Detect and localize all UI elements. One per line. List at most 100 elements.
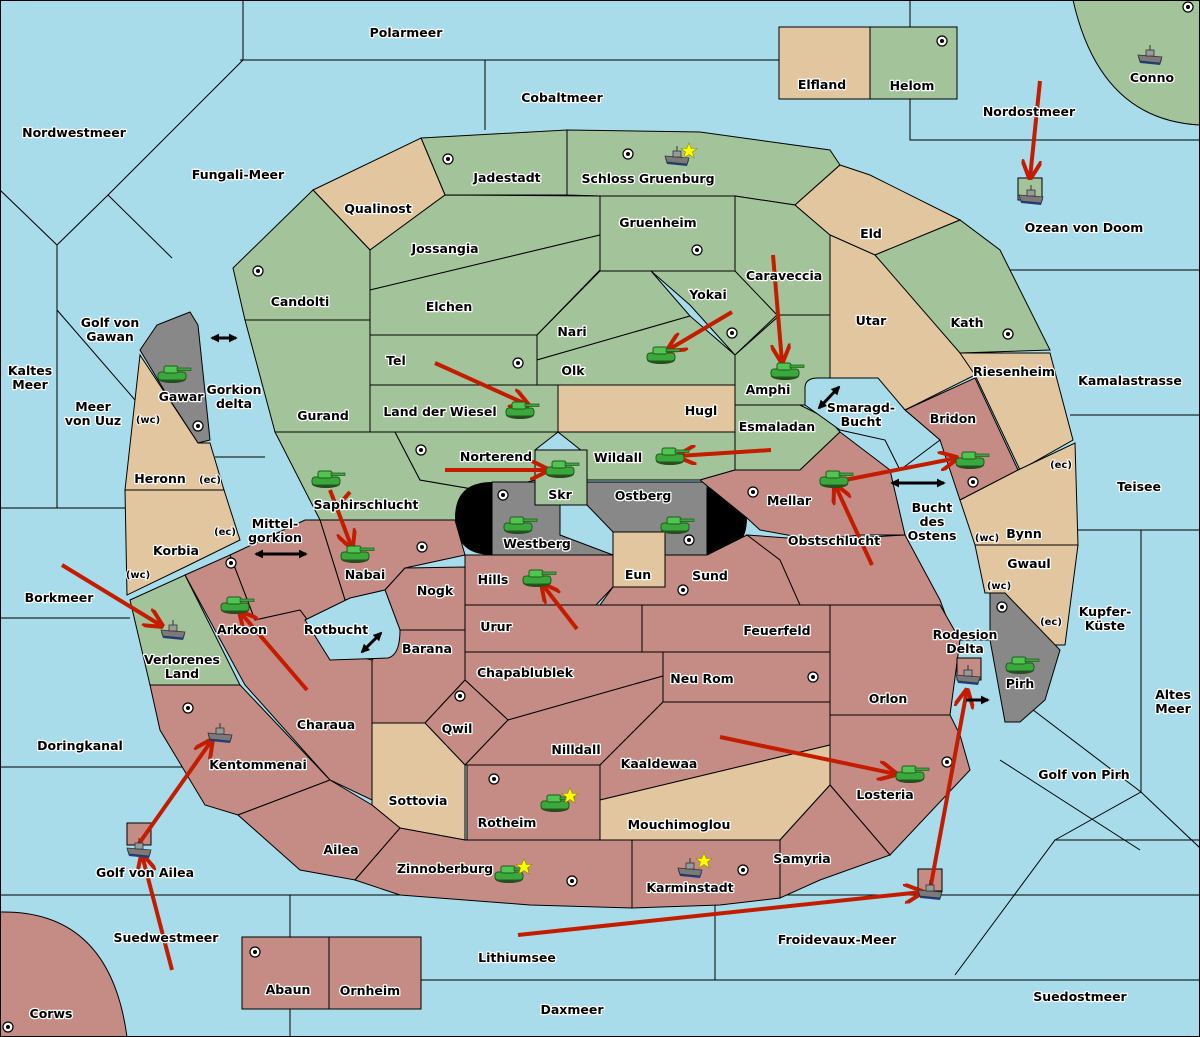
- region-yokai[interactable]: [649, 270, 778, 356]
- label-rotheim: Rotheim: [478, 815, 537, 830]
- region-bynn[interactable]: [959, 442, 1079, 546]
- label-meer-uuz-1: Meer: [75, 399, 111, 414]
- label-rodesion-2: Delta: [946, 641, 984, 656]
- supply-center-icon: [2, 1021, 14, 1033]
- label-gwaul: Gwaul: [1007, 556, 1050, 571]
- label-bridon: Bridon: [930, 411, 976, 426]
- label-eun: Eun: [625, 567, 651, 582]
- region-ornheim[interactable]: [328, 936, 422, 1010]
- coast-tag-korbia-wc: (wc): [126, 570, 150, 581]
- label-skr: Skr: [548, 487, 572, 502]
- move-arrow: [240, 612, 309, 692]
- label-hills: Hills: [478, 572, 509, 587]
- label-yokai: Yokai: [688, 287, 727, 302]
- move-arrow: [60, 563, 162, 626]
- label-teisee: Teisee: [1117, 479, 1161, 494]
- supply-center-icon: [566, 875, 578, 887]
- label-sottovia: Sottovia: [389, 793, 448, 808]
- supply-center-icon: [192, 420, 204, 432]
- passage-arrow: [817, 385, 841, 410]
- label-suedostmeer: Suedostmeer: [1033, 989, 1127, 1004]
- label-daxmeer: Daxmeer: [540, 1002, 604, 1017]
- label-kentommenai: Kentommenai: [209, 757, 307, 772]
- label-karminstadt: Karminstadt: [646, 880, 733, 895]
- label-polarmeer: Polarmeer: [370, 25, 444, 40]
- coast-tag-bynn-wc: (wc): [975, 533, 999, 544]
- label-arkoon: Arkoon: [217, 622, 267, 637]
- coast-tag-heronn-ec: (ec): [199, 475, 221, 486]
- region-kath[interactable]: [874, 219, 1051, 354]
- move-arrow: [678, 450, 772, 456]
- label-corws: Corws: [30, 1006, 73, 1021]
- label-smaragd-1: Smaragd-: [827, 400, 895, 415]
- region-tel[interactable]: [369, 334, 538, 386]
- label-chapablublek: Chapablublek: [477, 665, 574, 680]
- label-obstschlucht: Obstschlucht: [788, 533, 880, 548]
- label-nilldall: Nilldall: [551, 742, 600, 757]
- label-kupfer-1: Kupfer-: [1079, 604, 1132, 619]
- label-elchen: Elchen: [426, 299, 473, 314]
- region-gruenheim[interactable]: [599, 195, 736, 272]
- supply-center-icon: [415, 444, 427, 456]
- label-kupfer-2: Küste: [1085, 618, 1125, 633]
- label-golf-pirh: Golf von Pirh: [1038, 767, 1129, 782]
- label-riesenheim: Riesenheim: [973, 364, 1055, 379]
- label-ailea: Ailea: [323, 842, 358, 857]
- supply-center-icon: [252, 265, 264, 277]
- label-jossangia: Jossangia: [410, 241, 478, 256]
- label-kamalastrasse: Kamalastrasse: [1078, 373, 1182, 388]
- label-nordwestmeer: Nordwestmeer: [22, 125, 127, 140]
- coast-tag-gwaul-ec: (ec): [1040, 617, 1062, 628]
- label-gawar: Gawar: [159, 389, 205, 404]
- label-ornheim: Ornheim: [340, 983, 400, 998]
- label-rodesion-1: Rodesion: [933, 627, 998, 642]
- move-arrow: [542, 584, 579, 631]
- label-bucht-1: Bucht: [912, 500, 953, 515]
- label-hugl: Hugl: [685, 403, 718, 418]
- label-saphirschlucht: Saphirschlucht: [314, 497, 419, 512]
- label-amphi: Amphi: [746, 382, 791, 397]
- region-conno[interactable]: [1072, 0, 1200, 126]
- region-korbia[interactable]: [124, 489, 241, 596]
- region-orlon[interactable]: [829, 604, 961, 716]
- label-golf-gawan-2: Gawan: [86, 329, 134, 344]
- region-corws[interactable]: [0, 911, 128, 1037]
- label-jadestadt: Jadestadt: [472, 170, 540, 185]
- label-schloss: Schloss Gruenburg: [581, 171, 714, 186]
- label-doringkanal: Doringkanal: [37, 738, 123, 753]
- label-samyria: Samyria: [773, 851, 831, 866]
- label-nogk: Nogk: [417, 583, 454, 598]
- label-nordostmeer: Nordostmeer: [983, 104, 1076, 119]
- supply-center-icon: [726, 327, 738, 339]
- supply-center-icon: [807, 671, 819, 683]
- label-bynn: Bynn: [1006, 526, 1041, 541]
- label-bucht-2: des: [920, 514, 945, 529]
- region-karminstadt[interactable]: [631, 839, 781, 909]
- supply-center-icon: [936, 35, 948, 47]
- region-riesenheim[interactable]: [959, 352, 1074, 471]
- region-jadestadt[interactable]: [420, 129, 568, 196]
- label-suedwestmeer: Suedwestmeer: [114, 930, 220, 945]
- region-neu-rom[interactable]: [662, 651, 831, 703]
- label-caraveccia: Caraveccia: [746, 268, 822, 283]
- move-arrow: [773, 254, 782, 362]
- label-lithiumsee: Lithiumsee: [478, 950, 556, 965]
- supply-center-icon: [1182, 1, 1194, 13]
- label-elfland: Elfland: [798, 77, 846, 92]
- supply-center-icon: [225, 557, 237, 569]
- supply-center-icon: [488, 773, 500, 785]
- region-hugl[interactable]: [557, 384, 736, 433]
- region-elfland[interactable]: [778, 26, 871, 100]
- region-nogk[interactable]: [384, 566, 466, 631]
- move-arrow: [668, 310, 734, 350]
- supply-center-icon: [249, 946, 261, 958]
- move-arrow: [434, 361, 528, 405]
- label-nari: Nari: [557, 324, 586, 339]
- coast-tag-bynn-ec: (ec): [1050, 460, 1072, 471]
- label-losteria: Losteria: [856, 787, 913, 802]
- label-tel: Tel: [386, 353, 406, 368]
- region-eun[interactable]: [612, 531, 666, 588]
- coast-tag-korbia-ec: (ec): [214, 527, 236, 538]
